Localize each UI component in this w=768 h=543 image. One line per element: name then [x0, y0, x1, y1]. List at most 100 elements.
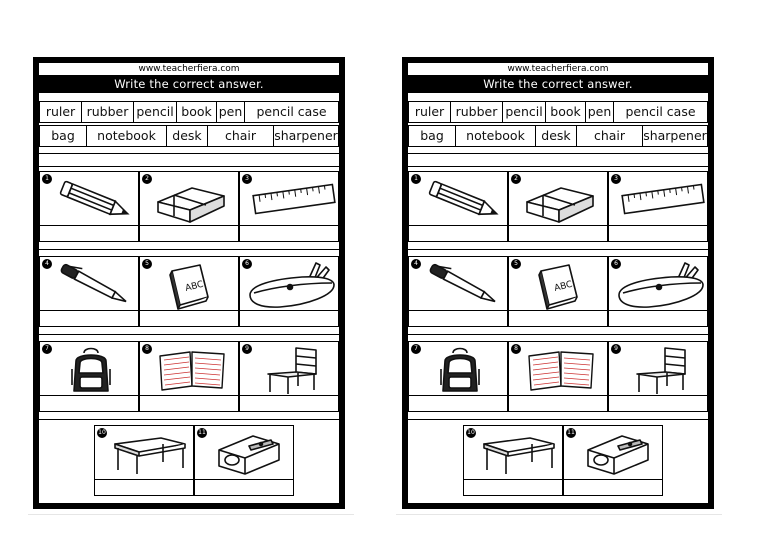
- pencil-icon: [59, 180, 130, 216]
- item-number: 2: [142, 174, 152, 184]
- book-cover-label: ABC: [184, 280, 204, 294]
- answer-box[interactable]: [239, 310, 339, 327]
- answer-box[interactable]: [408, 395, 508, 412]
- picture-cell: 10: [94, 425, 194, 480]
- worksheet-title: Write the correct answer.: [408, 76, 708, 93]
- sharpener-icon: [218, 435, 280, 475]
- item-number: 7: [42, 344, 52, 354]
- answer-box[interactable]: [608, 395, 708, 412]
- spacer-line: [408, 241, 708, 250]
- answer-box[interactable]: [139, 395, 239, 412]
- word-bank-item: pencil: [502, 102, 545, 122]
- item-number: 9: [611, 344, 621, 354]
- pencil-case-icon: [618, 262, 704, 308]
- backpack-icon: [71, 347, 111, 392]
- picture-cell: 9: [608, 341, 708, 396]
- word-bank-item: pen: [585, 102, 613, 122]
- notebook-icon: [159, 351, 225, 391]
- answer-box[interactable]: [508, 395, 608, 412]
- answer-box[interactable]: [39, 225, 139, 242]
- word-bank-item: chair: [576, 126, 642, 146]
- word-bank-row-1: ruler rubber pencil book pen pencil case: [408, 101, 708, 123]
- worksheet-right: www.teacherfiera.com Write the correct a…: [402, 57, 714, 509]
- item-number: 1: [42, 174, 52, 184]
- item-number: 1: [411, 174, 421, 184]
- word-bank-item: pencil case: [613, 102, 708, 122]
- item-number: 3: [242, 174, 252, 184]
- answer-box[interactable]: [463, 479, 563, 496]
- book-icon: ABC: [538, 264, 578, 310]
- answer-box[interactable]: [194, 479, 294, 496]
- answer-box[interactable]: [508, 310, 608, 327]
- picture-cell: 1: [39, 171, 139, 226]
- word-bank-item: bag: [39, 126, 86, 146]
- answer-box[interactable]: [563, 479, 663, 496]
- item-number: 5: [511, 259, 521, 269]
- desk-icon: [114, 437, 186, 474]
- spacer-line: [39, 326, 339, 335]
- word-bank-item: rubber: [81, 102, 133, 122]
- website-url: www.teacherfiera.com: [39, 63, 339, 76]
- answer-box[interactable]: [139, 310, 239, 327]
- picture-cell: 4: [39, 256, 139, 311]
- picture-cell: 9: [239, 341, 339, 396]
- word-bank-item: desk: [166, 126, 207, 146]
- book-cover-label: ABC: [553, 280, 573, 294]
- word-bank-item: ruler: [408, 102, 450, 122]
- spacer-line: [408, 411, 708, 420]
- picture-cell: 4: [408, 256, 508, 311]
- picture-cell: 11: [194, 425, 294, 480]
- item-number: 2: [511, 174, 521, 184]
- picture-cell: 3: [608, 171, 708, 226]
- item-number: 6: [242, 259, 252, 269]
- picture-cell: 3: [239, 171, 339, 226]
- answer-box[interactable]: [608, 310, 708, 327]
- pencil-case-icon: [249, 262, 335, 308]
- spacer-line: [408, 153, 708, 167]
- word-bank-item: bag: [408, 126, 455, 146]
- word-bank-item: notebook: [86, 126, 166, 146]
- rubber-eraser-icon: [157, 187, 225, 223]
- picture-cell: 7: [39, 341, 139, 396]
- answer-box[interactable]: [608, 225, 708, 242]
- desk-icon: [483, 437, 555, 474]
- answer-box[interactable]: [239, 395, 339, 412]
- word-bank-item: desk: [535, 126, 576, 146]
- picture-cell: 6: [608, 256, 708, 311]
- worksheet-left: www.teacherfiera.com Write the correct a…: [33, 57, 345, 509]
- page-divider-right: [396, 514, 722, 515]
- answer-box[interactable]: [39, 310, 139, 327]
- backpack-icon: [440, 347, 480, 392]
- worksheet-body: www.teacherfiera.com Write the correct a…: [39, 63, 339, 503]
- item-number: 8: [142, 344, 152, 354]
- sharpener-icon: [587, 435, 649, 475]
- pencil-icon: [428, 180, 499, 216]
- picture-cell: 1: [408, 171, 508, 226]
- word-bank-row-2: bag notebook desk chair sharpener: [39, 125, 339, 147]
- page-divider-left: [28, 514, 354, 515]
- word-bank-row-2: bag notebook desk chair sharpener: [408, 125, 708, 147]
- item-number: 10: [466, 428, 476, 438]
- answer-box[interactable]: [239, 225, 339, 242]
- word-bank-item: pencil: [133, 102, 176, 122]
- answer-box[interactable]: [94, 479, 194, 496]
- answer-box[interactable]: [408, 310, 508, 327]
- item-number: 11: [566, 428, 576, 438]
- pen-icon: [60, 263, 127, 303]
- chair-icon: [636, 347, 686, 394]
- answer-box[interactable]: [139, 225, 239, 242]
- book-icon: ABC: [169, 264, 209, 310]
- item-number: 8: [511, 344, 521, 354]
- item-number: 10: [97, 428, 107, 438]
- picture-cell: 5 ABC: [508, 256, 608, 311]
- answer-box[interactable]: [508, 225, 608, 242]
- spacer-line: [408, 326, 708, 335]
- answer-box[interactable]: [408, 225, 508, 242]
- spacer-line: [39, 153, 339, 167]
- answer-box[interactable]: [39, 395, 139, 412]
- item-number: 11: [197, 428, 207, 438]
- spacer-line: [39, 411, 339, 420]
- ruler-icon: [252, 183, 336, 215]
- word-bank-item: chair: [207, 126, 273, 146]
- spacer-line: [39, 241, 339, 250]
